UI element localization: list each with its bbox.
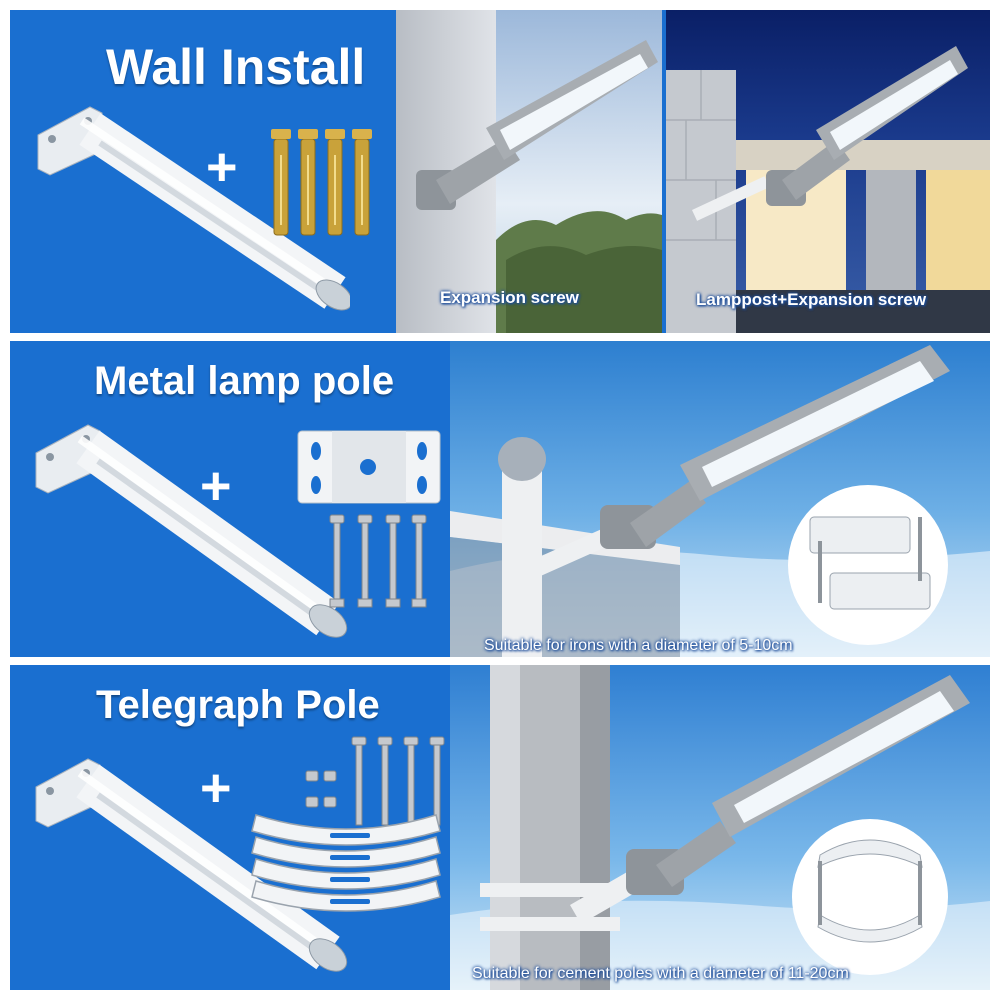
telegraph-pole-title: Telegraph Pole [96,683,380,727]
hoop-clamp-icon [251,814,441,912]
metal-lamp-pole-panel: Metal lamp pole + [10,341,990,657]
street-lamp-icon [570,675,970,925]
metal-pole-left: Metal lamp pole + [10,341,450,657]
caption-expansion-screw: Expansion screw [440,288,579,307]
telegraph-pole-photo: Suitable for cement poles with a diamete… [450,665,990,990]
street-lamp-icon [692,46,968,221]
street-lamp-icon [416,40,658,210]
bolt-icon [305,736,445,826]
u-bracket-icon [809,516,931,610]
lamppost-expansion-photo: Lamppost+Expansion screw [666,10,990,333]
bolt-icon [329,514,427,608]
telegraph-pole-left: Telegraph Pole + [10,665,450,990]
mounting-arm-icon [35,424,348,638]
u-bracket-icon [297,430,441,504]
caption-metal-pole: Suitable for irons with a diameter of 5-… [484,637,793,654]
plus-sign: + [200,758,232,818]
mounting-arm-icon [35,758,348,972]
telegraph-pole-panel: Telegraph Pole + [10,665,990,990]
street-lamp-icon [512,345,950,586]
wall-install-left: Wall Install + [10,10,398,333]
plus-sign: + [206,137,238,197]
mounting-arm-icon [37,106,350,311]
metal-pole-photo: Suitable for irons with a diameter of 5-… [450,341,990,657]
metal-lamp-pole-title: Metal lamp pole [94,359,395,403]
caption-lamppost-expansion: Lamppost+Expansion screw [696,290,927,309]
hoop-clamp-icon [817,839,923,943]
caption-telegraph-pole: Suitable for cement poles with a diamete… [472,965,849,982]
plus-sign: + [200,456,232,516]
expansion-screw-photo: Expansion screw [396,10,662,333]
wall-install-panel: Wall Install + [10,10,990,333]
expansion-screw-icon [271,129,372,236]
wall-install-title: Wall Install [106,39,366,95]
